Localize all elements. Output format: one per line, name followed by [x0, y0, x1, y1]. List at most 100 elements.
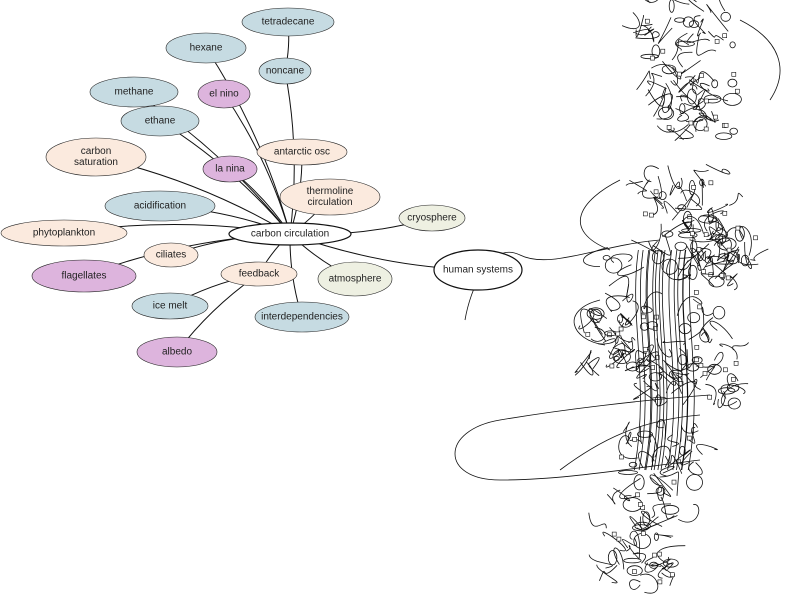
node-cryosphere[interactable]: cryosphere — [398, 204, 466, 232]
doodle-stroke — [629, 530, 640, 559]
node-ice-melt[interactable]: ice melt — [131, 292, 209, 320]
doodle-stroke — [635, 15, 645, 38]
node-tetradecane[interactable]: tetradecane — [241, 7, 335, 37]
doodle-stroke — [622, 537, 637, 549]
doodle-stroke — [632, 552, 647, 564]
doodle-stroke — [651, 223, 662, 251]
doodle-stroke — [686, 245, 700, 267]
doodle-stroke — [583, 247, 608, 268]
node-el-nino[interactable]: el nino — [197, 79, 251, 109]
doodle-stroke — [608, 275, 630, 297]
node-albedo-label: albedo — [162, 347, 192, 358]
doodle-square — [696, 247, 702, 252]
node-cryosphere-label: cryosphere — [407, 213, 457, 224]
doodle-loop — [589, 308, 603, 324]
node-noncane[interactable]: noncane — [258, 57, 312, 85]
doodle-stroke — [668, 124, 689, 141]
doodle-stroke — [609, 327, 633, 344]
doodle-stroke — [624, 300, 639, 326]
doodle-stroke — [599, 565, 618, 581]
doodle-stroke — [633, 385, 652, 400]
doodle-stroke — [655, 534, 674, 538]
doodle-stroke — [649, 474, 674, 491]
node-hexane-label: hexane — [190, 43, 223, 54]
doodle-stroke — [635, 31, 660, 43]
doodle-stroke — [580, 361, 594, 376]
node-human-systems-label: human systems — [443, 265, 513, 276]
doodle-stroke — [613, 487, 632, 502]
doodle-stroke — [720, 383, 749, 407]
node-interdependencies-label: interdependencies — [261, 312, 343, 323]
doodle-stroke — [679, 128, 694, 140]
doodle-loop — [718, 253, 729, 259]
node-ciliates[interactable]: ciliates — [143, 242, 199, 268]
doodle-stroke — [688, 328, 709, 340]
node-la-nina[interactable]: la nina — [202, 155, 258, 183]
doodle-stroke — [643, 380, 660, 392]
doodle-square — [723, 367, 728, 373]
doodle-loop — [586, 307, 605, 320]
doodle-stroke — [706, 227, 728, 241]
node-feedback[interactable]: feedback — [220, 261, 298, 287]
doodle-loop — [679, 103, 686, 114]
node-acidification[interactable]: acidification — [104, 190, 216, 222]
doodle-stroke — [720, 384, 746, 399]
doodle-stroke — [699, 82, 729, 102]
doodle-square — [701, 269, 706, 274]
doodle-loop — [626, 565, 643, 576]
doodle-loop — [687, 88, 697, 105]
node-albedo[interactable]: albedo — [136, 336, 218, 368]
node-atmosphere[interactable]: atmosphere — [317, 261, 393, 297]
doodle-stroke — [682, 378, 701, 406]
node-carbon-saturation-label: saturation — [74, 157, 118, 168]
diagram-nodes: tetradecane hexane noncane methane el nino et… — [0, 7, 523, 368]
node-phytoplankton-shape — [0, 219, 128, 247]
doodle-square — [671, 479, 677, 485]
doodle-square — [653, 326, 658, 331]
node-atmosphere-label: atmosphere — [329, 274, 382, 285]
doodle-loop — [726, 251, 740, 265]
node-antarctic-osc[interactable]: antarctic osc — [256, 138, 348, 166]
node-hexane[interactable]: hexane — [165, 32, 247, 64]
node-human-systems[interactable]: human systems — [433, 249, 523, 291]
doodle-stroke — [656, 125, 675, 133]
doodle-stroke — [700, 257, 715, 276]
doodle-spine — [651, 249, 658, 471]
doodle-stroke — [610, 253, 633, 263]
doodle-square — [694, 357, 699, 363]
doodle-square — [616, 536, 622, 542]
node-ethane-label: ethane — [145, 116, 176, 127]
doodle-loop — [675, 40, 695, 47]
node-ice-melt-label: ice melt — [153, 301, 188, 312]
doodle-stroke — [647, 477, 663, 495]
doodle-stroke — [602, 531, 626, 552]
doodle-square — [642, 211, 648, 217]
doodle-stroke — [673, 79, 689, 98]
node-flagellates[interactable]: flagellates — [31, 259, 137, 293]
doodle-loop — [698, 214, 718, 224]
doodle-stroke — [662, 82, 672, 113]
doodle-sweep — [454, 394, 711, 481]
doodle-square — [611, 531, 617, 537]
doodle-stroke — [651, 64, 678, 86]
doodle-spine — [638, 249, 646, 471]
node-phytoplankton[interactable]: phytoplankton — [0, 219, 128, 247]
doodle-spine — [633, 249, 641, 471]
node-hexane-shape — [165, 32, 247, 64]
doodle-stroke — [625, 431, 632, 445]
node-ethane[interactable]: ethane — [120, 105, 200, 137]
node-methane[interactable]: methane — [89, 76, 179, 108]
doodle-square — [676, 459, 682, 465]
doodle-spine — [653, 249, 661, 471]
doodle-square — [708, 180, 714, 186]
doodle-square — [638, 502, 643, 507]
doodle-stroke — [667, 165, 683, 190]
doodle-stroke — [625, 545, 640, 560]
node-interdependencies[interactable]: interdependencies — [254, 301, 350, 333]
node-carbon-circulation[interactable]: carbon circulation — [228, 222, 352, 246]
doodle-square — [722, 33, 728, 39]
doodle-loop — [662, 558, 679, 568]
